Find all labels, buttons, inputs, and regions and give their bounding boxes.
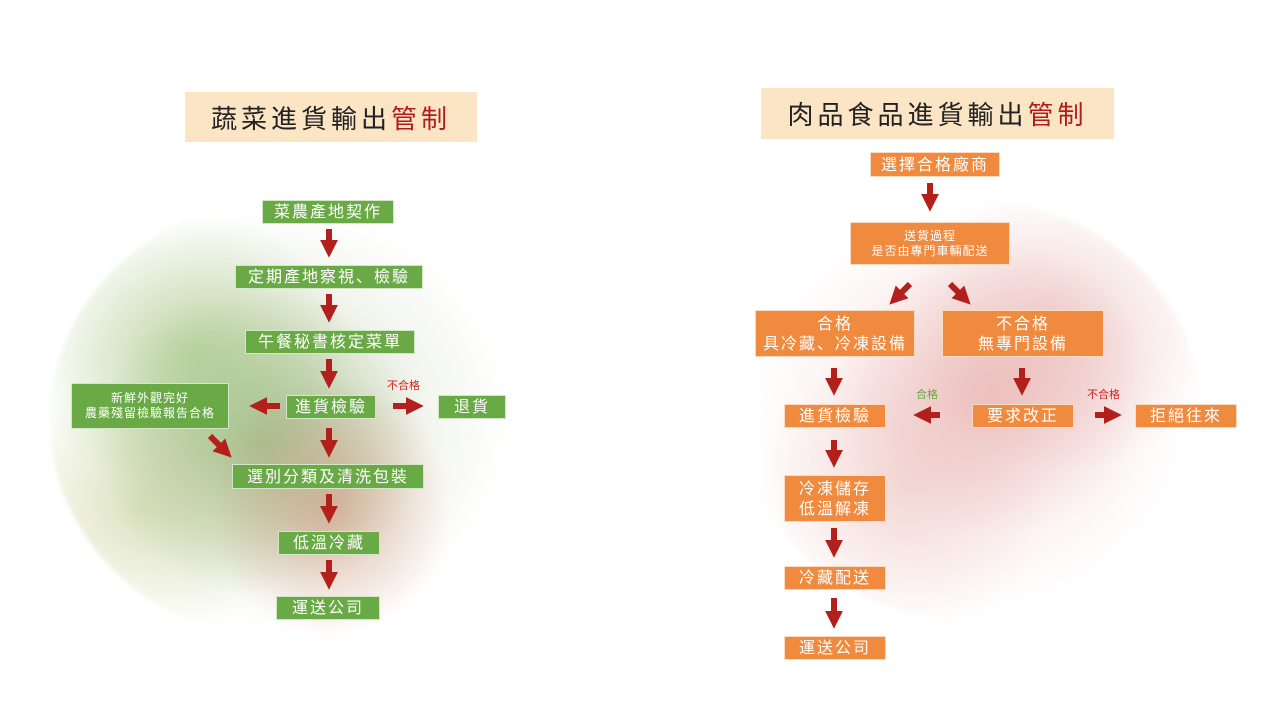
veg-node-site-inspection: 定期產地察視、檢驗 (235, 265, 423, 289)
veg-node-return: 退貨 (438, 395, 506, 419)
meat-node-cold-delivery-label: 冷藏配送 (798, 568, 871, 587)
veg-node-return-label: 退貨 (453, 397, 490, 416)
meat-node-delivery-company-label: 運送公司 (798, 638, 871, 657)
meat-title-highlight: 管制 (1027, 101, 1088, 131)
meat-node-request-correction: 要求改正 (972, 404, 1074, 428)
meat-node-fail-line1: 不合格 (995, 313, 1050, 333)
meat-title-main: 肉品食品進貨輸出 (787, 101, 1028, 131)
veg-node-farm-contract: 菜農產地契作 (262, 200, 394, 224)
meat-node-cold-delivery: 冷藏配送 (784, 566, 886, 590)
meat-node-select-vendor: 選擇合格廠商 (870, 152, 1000, 177)
arrow-report-to-sort (207, 433, 232, 458)
meat-pass-label: 合格 (916, 388, 938, 401)
meat-node-pass-line2: 具冷藏、冷凍設備 (762, 333, 907, 353)
meat-node-select-vendor-label: 選擇合格廠商 (880, 154, 989, 174)
vegetable-flow-title: 蔬菜進貨輸出管制 (185, 92, 477, 142)
meat-flow-title: 肉品食品進貨輸出管制 (761, 88, 1114, 139)
vegetable-title-highlight: 管制 (391, 104, 452, 135)
meat-node-freeze-line2: 低溫解凍 (798, 498, 871, 518)
veg-node-sort-wash-pack: 選別分類及清洗包裝 (232, 464, 424, 489)
meat-node-pass-equipped: 合格 具冷藏、冷凍設備 (755, 310, 915, 357)
meat-node-incoming-check: 進貨檢驗 (784, 404, 886, 428)
meat-node-refuse-dealings: 拒絕往來 (1135, 404, 1237, 428)
veg-node-menu-approval: 午餐秘書核定菜單 (245, 330, 415, 354)
meat-node-delivery-company: 運送公司 (784, 636, 886, 660)
meat-node-incoming-check-label: 進貨檢驗 (798, 406, 871, 425)
meat-fail-label: 不合格 (1087, 388, 1120, 401)
arrow-delivery-to-pass (889, 281, 913, 305)
arrow-delivery-to-fail (947, 281, 971, 305)
veg-node-cold-storage: 低溫冷藏 (278, 531, 380, 555)
meat-node-refuse-dealings-label: 拒絕往來 (1149, 406, 1222, 425)
veg-node-delivery-company: 運送公司 (276, 596, 380, 620)
veg-node-report-line2: 農藥殘留檢驗報告合格 (84, 406, 215, 420)
meat-node-freeze-line1: 冷凍儲存 (798, 478, 871, 498)
vegetable-title-main: 蔬菜進貨輸出 (210, 104, 391, 135)
veg-node-menu-approval-label: 午餐秘書核定菜單 (257, 332, 402, 351)
meat-node-delivery-line2: 是否由專門車輛配送 (871, 243, 989, 258)
veg-fail-label: 不合格 (387, 379, 420, 392)
meat-node-freeze-thaw: 冷凍儲存 低溫解凍 (784, 475, 886, 522)
veg-node-site-inspection-label: 定期產地察視、檢驗 (247, 267, 410, 286)
meat-node-delivery-line1: 送貨過程 (903, 228, 956, 243)
meat-node-request-correction-label: 要求改正 (986, 406, 1059, 425)
meat-node-pass-line1: 合格 (816, 313, 853, 333)
veg-node-farm-label: 菜農產地契作 (273, 202, 382, 221)
meat-node-fail-line2: 無專門設備 (977, 333, 1068, 353)
veg-node-sort-label: 選別分類及清洗包裝 (246, 466, 409, 486)
veg-node-incoming-check-label: 進貨檢驗 (294, 397, 367, 416)
veg-node-delivery-company-label: 運送公司 (291, 598, 364, 617)
meat-node-delivery-process: 送貨過程 是否由專門車輛配送 (850, 222, 1010, 265)
veg-node-incoming-check: 進貨檢驗 (286, 395, 376, 419)
veg-node-quality-report: 新鮮外觀完好 農藥殘留檢驗報告合格 (71, 383, 229, 429)
veg-node-report-line1: 新鮮外觀完好 (110, 391, 189, 405)
veg-node-cold-storage-label: 低溫冷藏 (292, 533, 365, 552)
meat-node-fail-no-equipment: 不合格 無專門設備 (942, 310, 1104, 357)
